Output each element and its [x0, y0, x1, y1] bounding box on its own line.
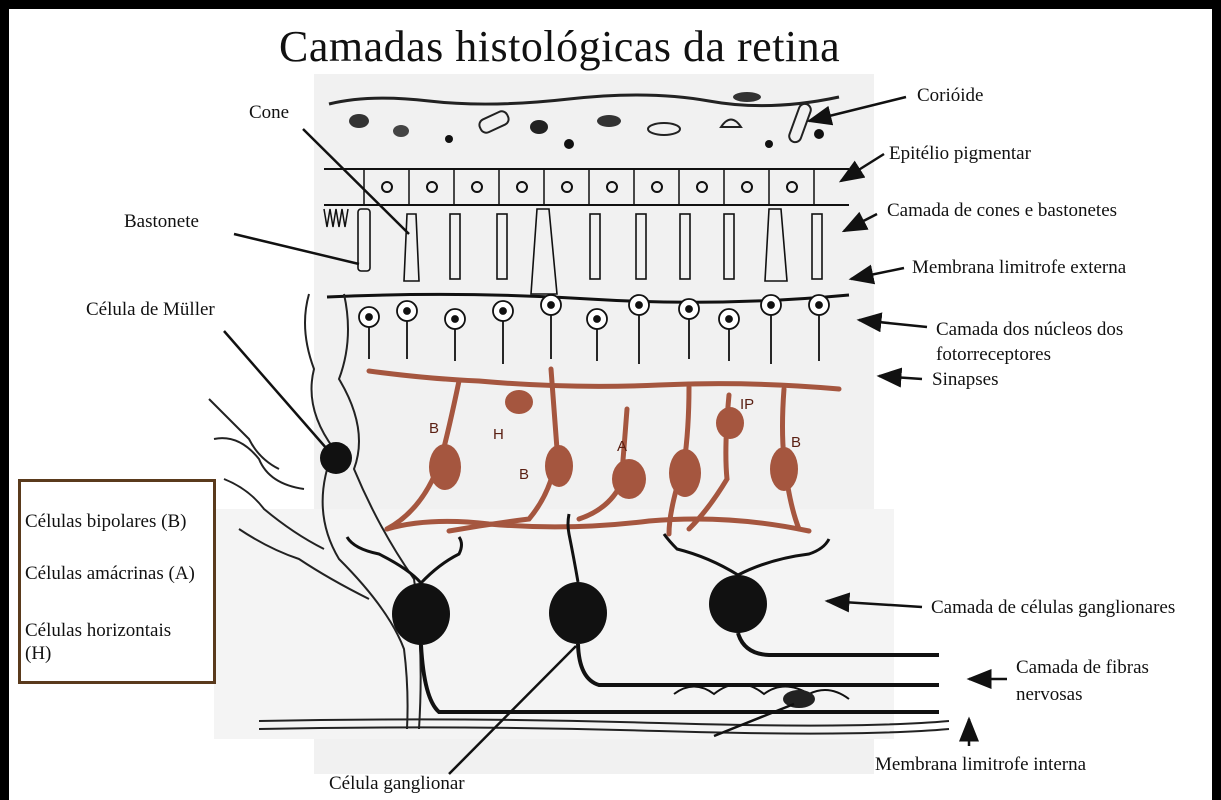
- label-epitelio: Epitélio pigmentar: [889, 142, 1031, 165]
- ganglion-cell-1: [392, 583, 450, 645]
- legend-horizontais-2: (H): [25, 642, 51, 666]
- legend-amacrinas: Células amácrinas (A): [25, 562, 195, 586]
- cell-letter-b2: B: [519, 466, 529, 483]
- label-bastonete: Bastonete: [124, 210, 199, 233]
- cell-letter-ip: IP: [740, 396, 754, 413]
- label-sinapses: Sinapses: [932, 368, 999, 391]
- amacrine-cell: [612, 459, 646, 499]
- diagram-title: Camadas histológicas da retina: [279, 21, 979, 72]
- label-ganglionares: Camada de células ganglionares: [931, 596, 1175, 619]
- ganglion-cell-2: [549, 582, 607, 644]
- cell-letter-a: A: [617, 438, 627, 455]
- label-nucleos-2: fotorreceptores: [936, 343, 1051, 366]
- label-muller: Célula de Müller: [86, 298, 215, 321]
- label-membrana-externa: Membrana limitrofe externa: [912, 256, 1126, 279]
- arrow-sinapses: [879, 376, 922, 379]
- label-ganglionar: Célula ganglionar: [329, 772, 465, 795]
- label-corioide: Corióide: [917, 84, 984, 107]
- bipolar-cell-3: [669, 449, 701, 497]
- bipolar-cell-2: [545, 445, 573, 487]
- diagram-frame: B H B A IP B: [9, 9, 1212, 800]
- label-membrana-interna: Membrana limitrofe interna: [875, 753, 1086, 776]
- legend-box: Células bipolares (B) Células amácrinas …: [18, 479, 216, 684]
- label-cone: Cone: [249, 101, 289, 124]
- cell-letter-h: H: [493, 426, 504, 443]
- bipolar-cell-4: [770, 447, 798, 491]
- bipolar-cell-1: [429, 444, 461, 490]
- label-fibras-1: Camada de fibras: [1016, 656, 1149, 679]
- label-nucleos-1: Camada dos núcleos dos: [936, 318, 1123, 341]
- ganglion-cell-3: [709, 575, 767, 633]
- legend-horizontais-1: Células horizontais: [25, 619, 171, 643]
- legend-bipolares: Células bipolares (B): [25, 510, 186, 534]
- label-cones-bastonetes: Camada de cones e bastonetes: [887, 199, 1117, 222]
- cell-letter-b1: B: [429, 420, 439, 437]
- horizontal-cell: [505, 390, 533, 414]
- cell-letter-b3: B: [791, 434, 801, 451]
- label-fibras-2: nervosas: [1016, 683, 1082, 706]
